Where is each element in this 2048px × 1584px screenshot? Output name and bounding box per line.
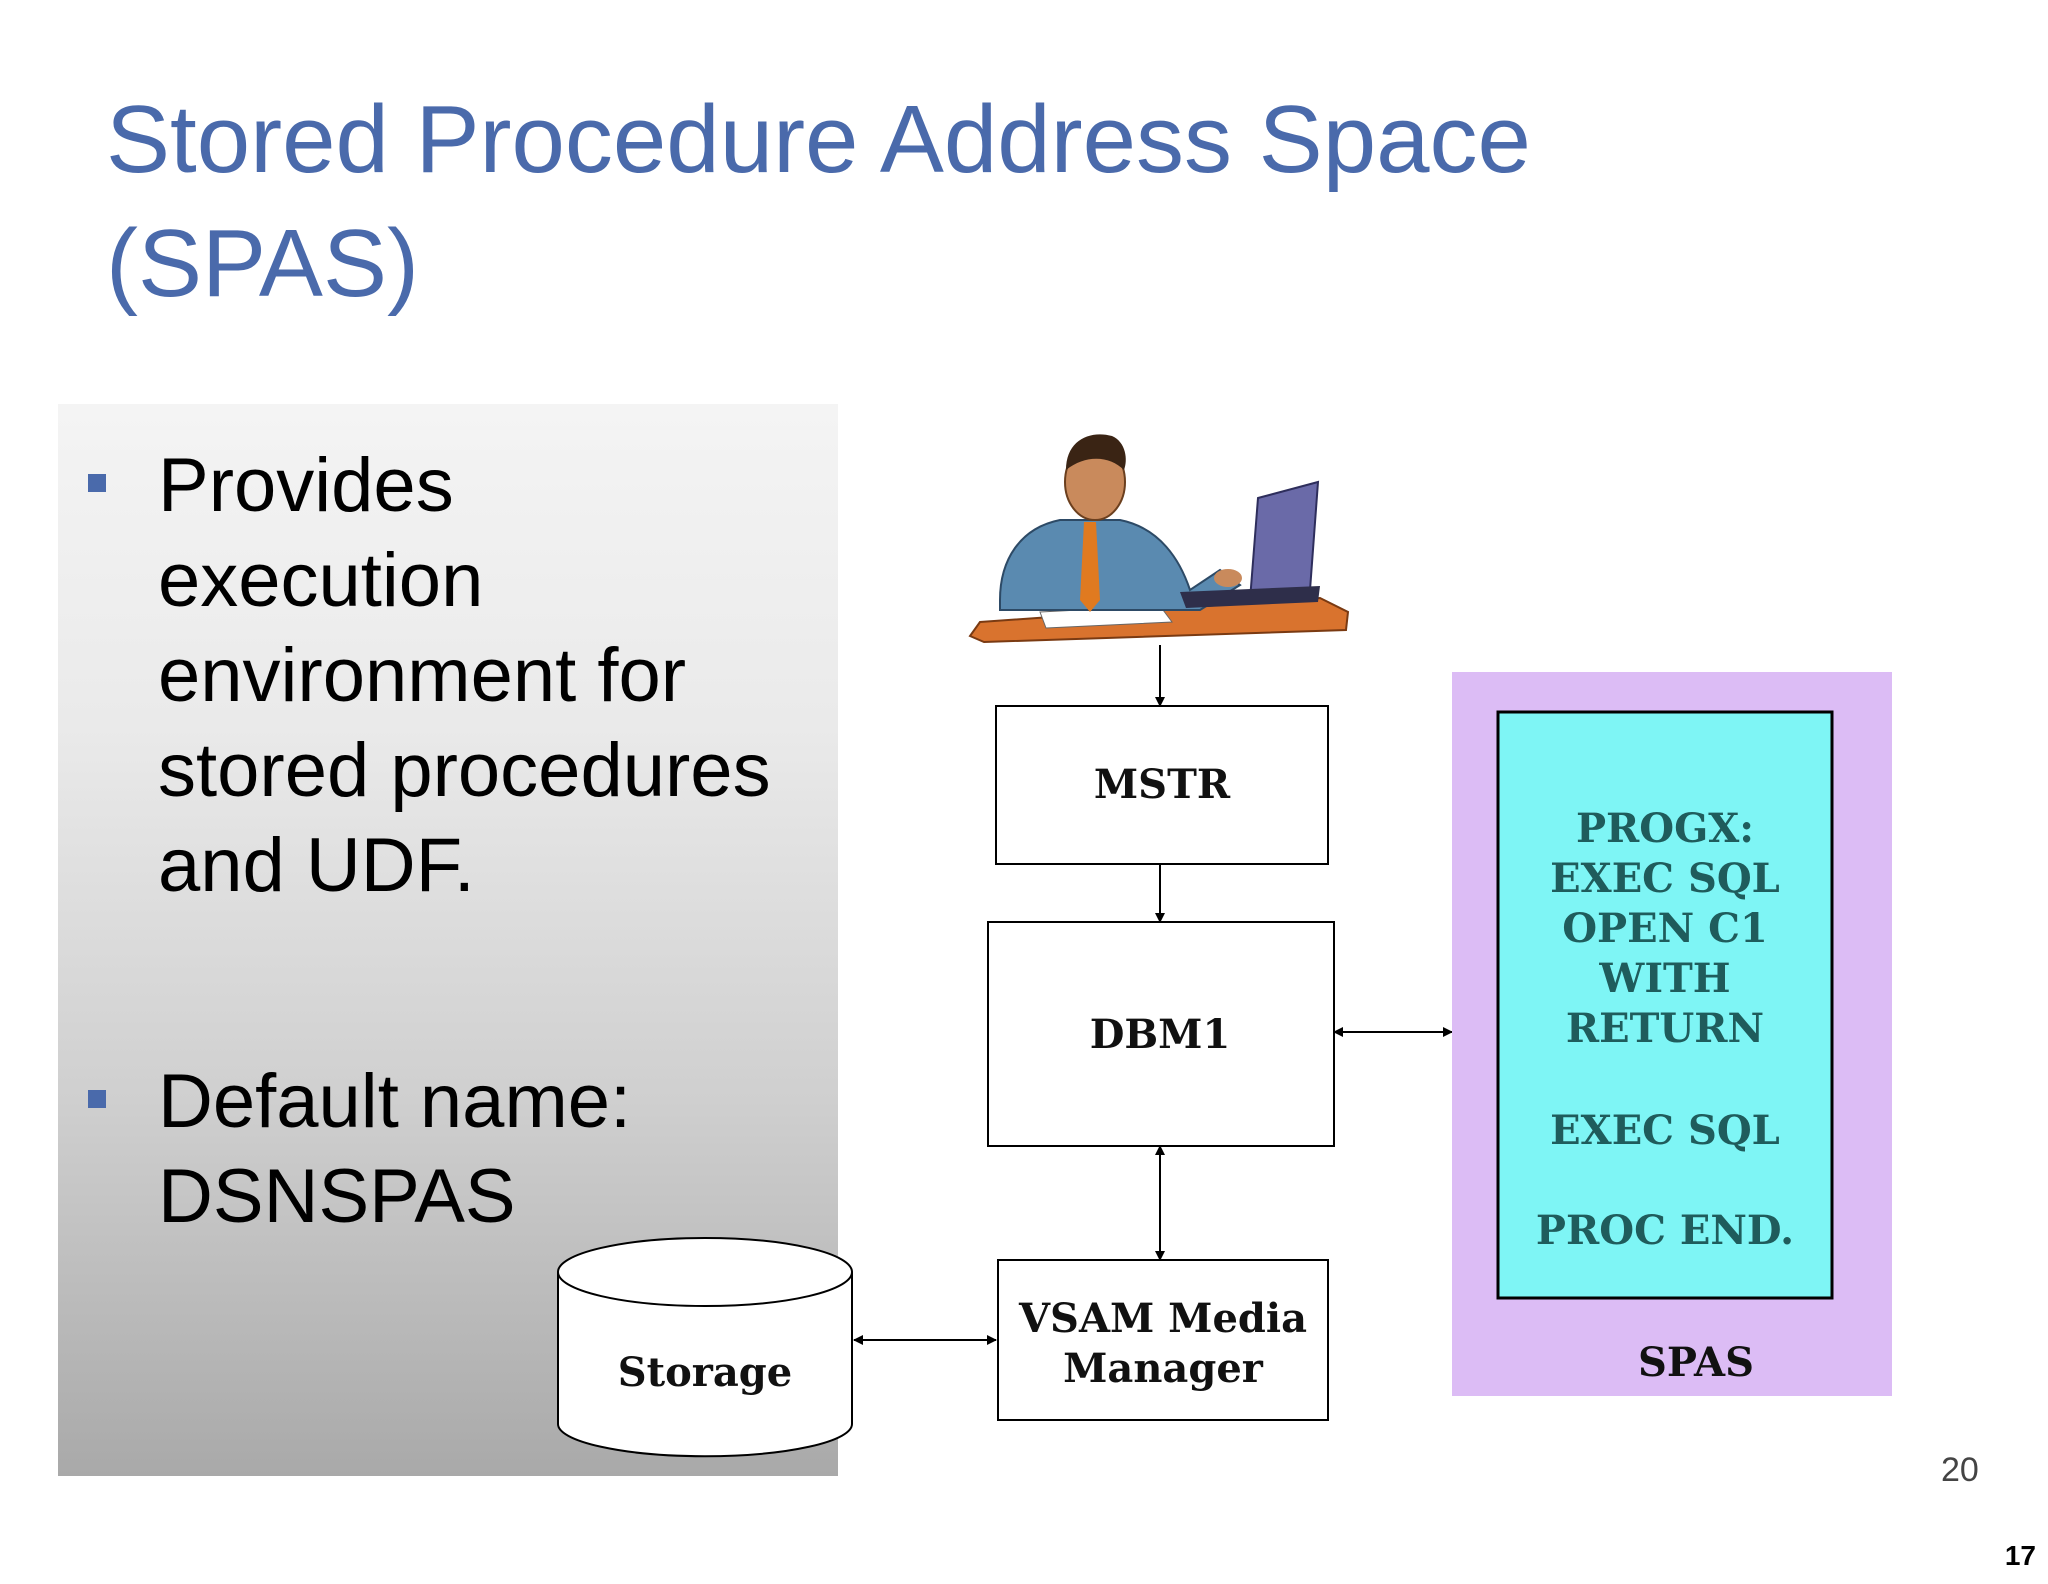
person-at-laptop-icon <box>968 434 1350 644</box>
bullet-2-line-1: Default name: <box>158 1059 632 1144</box>
page-number: 17 <box>2004 1540 2036 1571</box>
dbm1-label: DBM1 <box>1090 1011 1231 1058</box>
program-line-7: EXEC SQL <box>1550 1107 1780 1154</box>
mstr-box <box>995 705 1329 865</box>
program-line-3: OPEN C1 <box>1562 905 1768 952</box>
bullet-marker <box>88 474 106 492</box>
bullet-1-line-4: stored procedures <box>158 728 771 813</box>
vsam-label-line-1: VSAM Media <box>1018 1295 1307 1342</box>
mstr-label: MSTR <box>1094 761 1231 808</box>
storage-cylinder <box>557 1237 853 1458</box>
bullet-1-line-5: and UDF. <box>158 823 475 908</box>
bullet-marker <box>88 1090 106 1108</box>
dbm1-box <box>987 921 1335 1147</box>
storage-label: Storage <box>618 1349 792 1396</box>
program-line-9: PROC END. <box>1536 1207 1794 1254</box>
bullet-1-line-2: execution <box>158 538 484 623</box>
program-box <box>1496 710 1834 1300</box>
slide-partial-number: 20 <box>1941 1451 1979 1489</box>
program-line-1: PROGX: <box>1576 805 1754 852</box>
bullet-1-line-1: Provides <box>158 443 454 528</box>
bullet-1-line-3: environment for <box>158 633 687 718</box>
spas-label: SPAS <box>1638 1339 1754 1386</box>
program-text: PROGX: EXEC SQL OPEN C1 WITH RETURN EXEC… <box>1536 805 1794 1254</box>
bullet-2-line-2: DSNSPAS <box>158 1154 516 1239</box>
program-line-5: RETURN <box>1566 1005 1764 1052</box>
slide-title: Stored Procedure Address Space (SPAS) <box>106 86 1531 317</box>
program-line-4: WITH <box>1598 955 1730 1002</box>
vsam-label-line-2: Manager <box>1063 1345 1264 1392</box>
program-line-2: EXEC SQL <box>1550 855 1780 902</box>
vsam-media-manager-box <box>997 1259 1329 1421</box>
